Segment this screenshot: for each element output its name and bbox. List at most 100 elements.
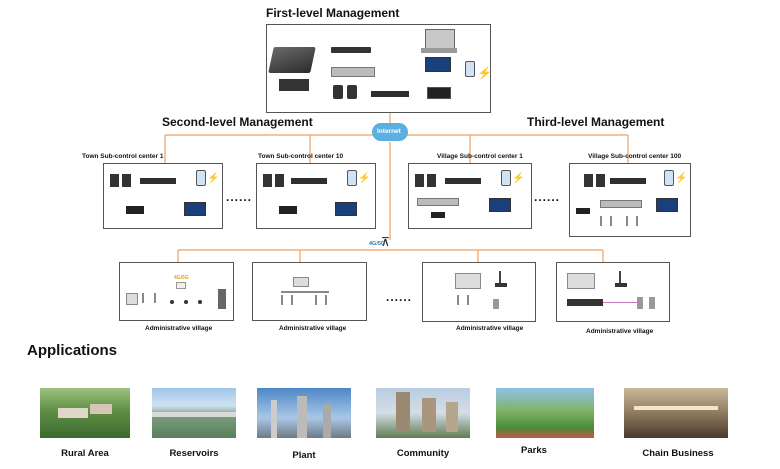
rural-area-photo bbox=[40, 388, 130, 438]
plant-photo bbox=[257, 388, 351, 438]
wireless-signal-icon: ⚡ bbox=[675, 173, 688, 184]
village-center-1-box: ⚡ bbox=[408, 163, 532, 229]
paging-console-icon bbox=[279, 206, 297, 214]
second-level-title: Second-level Management bbox=[162, 115, 313, 129]
ceiling-speaker-icon bbox=[184, 300, 188, 304]
cable-icon bbox=[603, 302, 637, 303]
monitor-icon bbox=[425, 57, 451, 72]
ellipsis: ...... bbox=[226, 190, 253, 204]
village-center-100-box: ⚡ bbox=[569, 163, 691, 237]
horn-speaker-icon bbox=[315, 295, 327, 305]
network-switch-icon bbox=[291, 178, 327, 184]
4g5g-label: 4G/5G bbox=[369, 241, 386, 247]
horn-speaker-icon bbox=[626, 216, 638, 226]
cell-tower-icon: ⊼ bbox=[381, 235, 390, 249]
third-level-title: Third-level Management bbox=[527, 115, 665, 129]
ceiling-speaker-icon bbox=[198, 300, 202, 304]
village-label: Administrative village bbox=[456, 325, 524, 332]
monitor-icon bbox=[335, 202, 357, 216]
terminal-icon bbox=[126, 293, 138, 305]
amplifier-icon bbox=[331, 67, 375, 77]
first-level-box: ⚡ bbox=[266, 24, 492, 113]
paging-console-icon bbox=[431, 212, 445, 218]
paging-console-icon bbox=[126, 206, 144, 214]
network-switch-icon bbox=[140, 178, 176, 184]
phone-icon bbox=[664, 170, 674, 186]
first-level-title: First-level Management bbox=[266, 6, 400, 20]
monitor-icon bbox=[489, 198, 511, 212]
pole-icon bbox=[281, 291, 329, 293]
village-label: Administrative village bbox=[279, 325, 347, 332]
wireless-signal-icon: ⚡ bbox=[477, 66, 492, 80]
application-label: Reservoirs bbox=[169, 448, 219, 459]
4g5g-small-label: 4G/5G bbox=[174, 275, 189, 281]
village-box bbox=[556, 262, 670, 322]
phone-icon bbox=[501, 170, 511, 186]
application-label: Chain Business bbox=[642, 448, 714, 459]
monitor-icon bbox=[184, 202, 206, 216]
village-box bbox=[422, 262, 536, 322]
speaker-icon bbox=[333, 85, 343, 99]
horn-speaker-icon bbox=[142, 293, 156, 303]
wall-speaker-icon bbox=[649, 297, 655, 309]
ceiling-speaker-icon bbox=[170, 300, 174, 304]
rack-server-icon bbox=[331, 47, 371, 53]
microphone-icon bbox=[499, 271, 501, 283]
horn-speaker-icon bbox=[457, 295, 469, 305]
town-center-10-box: ⚡ bbox=[256, 163, 376, 229]
application-label: Community bbox=[396, 448, 450, 459]
computer-icon bbox=[425, 29, 455, 49]
speaker-icon bbox=[275, 174, 284, 187]
internet-label: Internet bbox=[377, 128, 401, 135]
speaker-icon bbox=[122, 174, 131, 187]
amplifier-icon bbox=[417, 198, 459, 206]
network-switch-icon bbox=[445, 178, 481, 184]
terminal-icon bbox=[455, 273, 481, 289]
community-photo bbox=[376, 388, 470, 438]
wireless-signal-icon: ⚡ bbox=[512, 173, 525, 184]
recorder-icon bbox=[279, 79, 309, 91]
wall-speaker-icon bbox=[637, 297, 643, 309]
horn-speaker-icon bbox=[281, 295, 293, 305]
village-label: Administrative village bbox=[586, 328, 654, 335]
horn-speaker-icon bbox=[600, 216, 612, 226]
wall-speaker-icon bbox=[493, 299, 499, 309]
center-label: Town Sub-control center 1 bbox=[82, 153, 164, 160]
village-label: Administrative village bbox=[145, 325, 213, 332]
terminal-icon bbox=[567, 273, 595, 289]
mixer-console-icon bbox=[268, 47, 316, 73]
speaker-icon bbox=[110, 174, 119, 187]
microphone-icon bbox=[619, 271, 621, 283]
center-label: Village Sub-control center 100 bbox=[588, 153, 682, 160]
village-box: 4G/5G bbox=[119, 262, 234, 321]
town-center-1-box: ⚡ bbox=[103, 163, 223, 229]
phone-icon bbox=[347, 170, 357, 186]
amplifier-icon bbox=[600, 200, 642, 208]
terminal-icon bbox=[293, 277, 309, 287]
application-label: Parks bbox=[521, 445, 547, 456]
applications-heading: Applications bbox=[27, 342, 118, 359]
center-label: Village Sub-control center 1 bbox=[437, 153, 523, 160]
application-label: Plant bbox=[292, 450, 316, 461]
network-switch-icon bbox=[371, 91, 409, 97]
paging-console-icon bbox=[427, 87, 451, 99]
application-label: Rural Area bbox=[61, 448, 109, 459]
amplifier-icon bbox=[567, 299, 603, 306]
computer-keyboard-icon bbox=[421, 48, 457, 53]
center-label: Town Sub-control center 10 bbox=[258, 153, 344, 160]
ellipsis: ...... bbox=[386, 290, 413, 304]
wireless-signal-icon: ⚡ bbox=[358, 173, 371, 184]
network-switch-icon bbox=[610, 178, 646, 184]
chain-business-photo bbox=[624, 388, 728, 438]
phone-icon bbox=[465, 61, 475, 77]
speaker-icon bbox=[427, 174, 436, 187]
phone-icon bbox=[196, 170, 206, 186]
paging-console-icon bbox=[495, 283, 507, 287]
speaker-icon bbox=[415, 174, 424, 187]
parks-photo bbox=[496, 388, 594, 438]
speaker-icon bbox=[347, 85, 357, 99]
paging-console-icon bbox=[615, 283, 627, 287]
column-speaker-icon bbox=[218, 289, 226, 309]
reservoirs-photo bbox=[152, 388, 236, 438]
speaker-icon bbox=[584, 174, 593, 187]
